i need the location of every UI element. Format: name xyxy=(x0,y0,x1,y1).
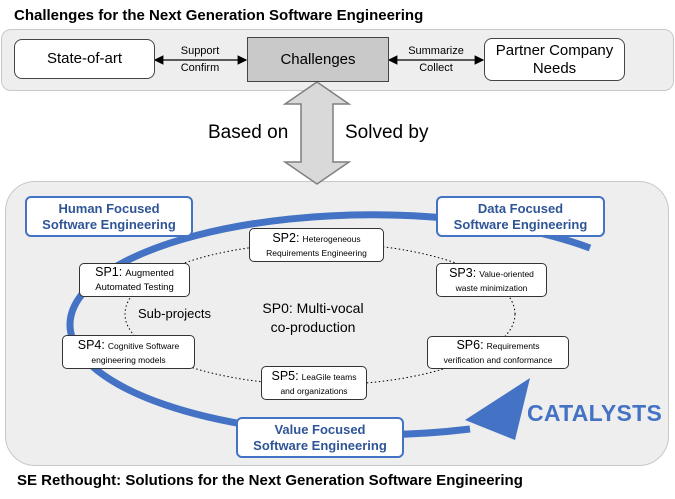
catalysts-label: CATALYSTS xyxy=(527,400,663,426)
human-focused-box: Human Focused Software Engineering xyxy=(25,196,193,237)
solved-by-label: Solved by xyxy=(345,122,429,143)
sp6-box: SP6: Requirements verification and confo… xyxy=(427,336,569,369)
partner-line-1: Partner Company xyxy=(495,41,614,59)
sp0-label: SP0: Multi-vocal co-production xyxy=(238,299,388,337)
data-focused-box: Data Focused Software Engineering xyxy=(436,196,605,237)
value-line-2: Software Engineering xyxy=(253,437,387,453)
confirm-text: Confirm xyxy=(180,62,220,74)
sp6-line-1: Requirements xyxy=(486,341,540,351)
challenges-box: Challenges xyxy=(247,37,389,82)
sp2-line-1: Heterogeneous xyxy=(302,233,361,244)
sp6-line-2: verification and conformance xyxy=(443,355,553,365)
support-confirm-label: Support Confirm xyxy=(172,45,228,75)
sp3-box: SP3: Value-oriented waste minimization xyxy=(436,263,547,297)
data-line-1: Data Focused xyxy=(477,200,564,216)
sp4-code: SP4: xyxy=(77,337,105,352)
bottom-title: SE Rethought: Solutions for the Next Gen… xyxy=(17,472,523,489)
subprojects-label: Sub-projects xyxy=(136,306,213,321)
value-focused-box: Value Focused Software Engineering xyxy=(236,417,404,458)
human-line-2: Software Engineering xyxy=(42,216,176,232)
partner-company-needs-box: Partner Company Needs xyxy=(484,38,625,81)
sp5-box: SP5: LeaGile teams and organizations xyxy=(261,366,367,400)
sp1-line-2: Automated Testing xyxy=(95,282,174,293)
sp2-box: SP2: Heterogeneous Requirements Engineer… xyxy=(249,228,384,262)
sp3-line-1: Value-oriented xyxy=(479,268,534,279)
sp6-code: SP6: xyxy=(456,338,484,352)
support-text: Support xyxy=(180,45,220,57)
sp0-line-1: SP0: Multi-vocal xyxy=(262,300,364,316)
sp0-line-2: co-production xyxy=(270,319,356,335)
summarize-collect-label: Summarize Collect xyxy=(400,45,472,75)
sp4-line-1: Cognitive Software xyxy=(107,340,180,351)
sp1-line-1: Augmented xyxy=(125,268,174,279)
sp5-code: SP5: xyxy=(271,368,299,383)
partner-line-2: Needs xyxy=(532,59,577,77)
sp2-code: SP2: xyxy=(272,230,300,245)
sp2-line-2: Requirements Engineering xyxy=(266,247,367,258)
sp1-box: SP1: Augmented Automated Testing xyxy=(79,263,190,297)
based-on-label: Based on xyxy=(208,122,289,143)
catalyst-arrowhead xyxy=(465,378,530,440)
summarize-text: Summarize xyxy=(408,45,464,57)
state-of-art-box: State-of-art xyxy=(14,39,155,79)
data-line-2: Software Engineering xyxy=(453,216,588,232)
sp3-code: SP3: xyxy=(449,265,477,280)
top-title: Challenges for the Next Generation Softw… xyxy=(14,7,424,24)
value-line-1: Value Focused xyxy=(274,421,366,437)
human-line-1: Human Focused xyxy=(58,200,160,216)
sp5-line-1: LeaGile teams xyxy=(301,371,357,382)
sp3-line-2: waste minimization xyxy=(455,282,528,293)
state-of-art-label: State-of-art xyxy=(46,50,123,67)
collect-text: Collect xyxy=(419,62,453,74)
sp1-code: SP1: xyxy=(95,265,123,279)
sp4-line-2: engineering models xyxy=(91,354,166,365)
challenges-label: Challenges xyxy=(280,50,356,68)
sp4-box: SP4: Cognitive Software engineering mode… xyxy=(62,335,195,369)
sp5-line-2: and organizations xyxy=(280,385,348,396)
based-on-solved-by-arrow xyxy=(282,81,352,185)
